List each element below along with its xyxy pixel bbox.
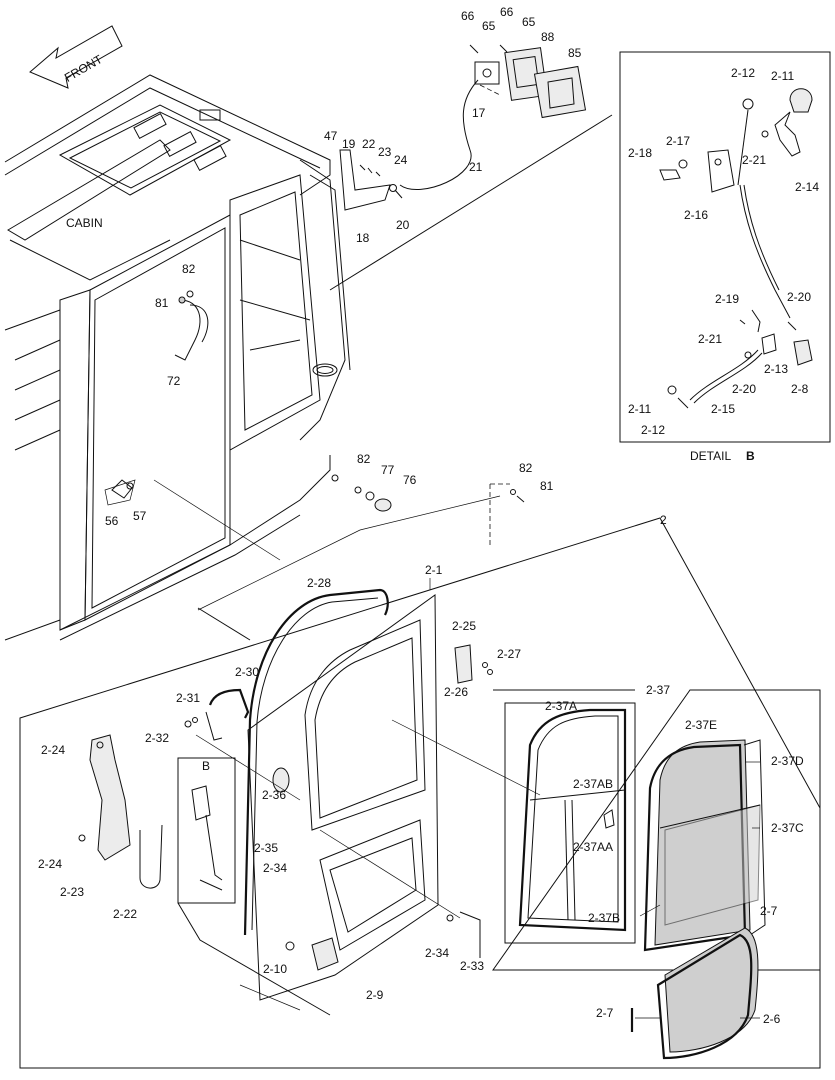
callout-2-7b: 2-7 bbox=[596, 1006, 614, 1020]
callout-66a: 66 bbox=[461, 9, 475, 23]
detail-callout-2-11b: 2-11 bbox=[628, 402, 651, 416]
callout-18: 18 bbox=[356, 231, 370, 245]
callout-2-1: 2-1 bbox=[425, 563, 443, 577]
callout-2-37A: 2-37A bbox=[545, 699, 577, 713]
lock-box-b: B bbox=[177, 757, 331, 1016]
cabin-frame bbox=[4, 74, 351, 641]
detail-callout-2-17: 2-17 bbox=[666, 134, 690, 148]
callout-23: 23 bbox=[378, 145, 392, 159]
callout-2-34a: 2-34 bbox=[263, 861, 287, 875]
callout-2-23: 2-23 bbox=[60, 885, 84, 899]
callout-24: 24 bbox=[394, 153, 408, 167]
detail-callout-2-8: 2-8 bbox=[791, 382, 809, 396]
callout-2-32: 2-32 bbox=[145, 731, 169, 745]
handle-parts bbox=[111, 290, 525, 545]
callout-labels: CABIN 66 65 66 65 88 85 17 21 47 19 22 2… bbox=[38, 5, 819, 1026]
callout-2-25: 2-25 bbox=[452, 619, 476, 633]
callout-2-37D: 2-37D bbox=[771, 754, 804, 768]
callout-2-24b: 2-24 bbox=[38, 857, 62, 871]
striker-2-33 bbox=[446, 911, 481, 958]
callout-85: 85 bbox=[568, 46, 582, 60]
detail-letter: B bbox=[746, 449, 755, 463]
callout-2-35: 2-35 bbox=[254, 841, 278, 855]
callout-82c: 82 bbox=[519, 461, 533, 475]
callout-2-10: 2-10 bbox=[263, 962, 287, 976]
callout-65b: 65 bbox=[522, 15, 536, 29]
callout-2-22: 2-22 bbox=[113, 907, 137, 921]
callout-65a: 65 bbox=[482, 19, 496, 33]
detail-callout-2-11a: 2-11 bbox=[771, 69, 794, 83]
bracket-2-23 bbox=[78, 734, 163, 889]
callout-2-36: 2-36 bbox=[262, 788, 286, 802]
detail-callout-2-18: 2-18 bbox=[628, 146, 652, 160]
detail-callout-2-13: 2-13 bbox=[764, 362, 788, 376]
callout-2-27: 2-27 bbox=[497, 647, 521, 661]
glass-group bbox=[492, 689, 821, 971]
callout-57: 57 bbox=[133, 509, 147, 523]
callout-17: 17 bbox=[472, 106, 486, 120]
callout-82b: 82 bbox=[357, 452, 371, 466]
bracket-parts bbox=[339, 149, 403, 211]
front-arrow: FRONT bbox=[29, 25, 123, 89]
leader-lines bbox=[153, 479, 760, 1019]
callout-19: 19 bbox=[342, 137, 356, 151]
callout-76: 76 bbox=[403, 473, 417, 487]
callout-2-9: 2-9 bbox=[366, 988, 384, 1002]
callout-47: 47 bbox=[324, 129, 338, 143]
detail-title: DETAIL bbox=[690, 449, 731, 463]
door-seal bbox=[243, 588, 389, 936]
lower-glass bbox=[630, 927, 759, 1060]
callout-20: 20 bbox=[396, 218, 410, 232]
callout-2-28: 2-28 bbox=[307, 576, 331, 590]
callout-66b: 66 bbox=[500, 5, 514, 19]
lock-box-letter: B bbox=[202, 759, 210, 773]
callout-2-30: 2-30 bbox=[235, 665, 259, 679]
callout-56: 56 bbox=[105, 514, 119, 528]
detail-callout-2-15: 2-15 bbox=[711, 402, 735, 416]
cabin-label: CABIN bbox=[66, 216, 103, 230]
latch-2-25 bbox=[454, 644, 493, 684]
detail-callout-2-20a: 2-20 bbox=[787, 290, 811, 304]
callout-81b: 81 bbox=[540, 479, 554, 493]
callout-72: 72 bbox=[167, 374, 181, 388]
callout-2-34b: 2-34 bbox=[425, 946, 449, 960]
callout-82a: 82 bbox=[182, 262, 196, 276]
callout-2-37C: 2-37C bbox=[771, 821, 804, 835]
callout-2-37AB: 2-37AB bbox=[573, 777, 613, 791]
callout-77: 77 bbox=[381, 463, 395, 477]
detail-callout-2-14: 2-14 bbox=[795, 180, 819, 194]
detail-b: DETAIL B bbox=[619, 51, 831, 463]
detail-callout-2-20b: 2-20 bbox=[732, 382, 756, 396]
callout-2-37E: 2-37E bbox=[685, 718, 717, 732]
detail-callout-2-21b: 2-21 bbox=[698, 332, 722, 346]
callout-21: 21 bbox=[469, 160, 483, 174]
callout-2-31: 2-31 bbox=[176, 691, 200, 705]
detail-callout-2-16: 2-16 bbox=[684, 208, 708, 222]
callout-2: 2 bbox=[660, 513, 667, 527]
detail-callout-2-12a: 2-12 bbox=[731, 66, 755, 80]
callout-2-26: 2-26 bbox=[444, 685, 468, 699]
callout-2-37AA: 2-37AA bbox=[573, 840, 613, 854]
callout-81a: 81 bbox=[155, 296, 169, 310]
callout-2-24a: 2-24 bbox=[41, 743, 65, 757]
callout-2-33: 2-33 bbox=[460, 959, 484, 973]
callout-2-37B: 2-37B bbox=[588, 911, 620, 925]
callout-88: 88 bbox=[541, 30, 555, 44]
callout-2-37: 2-37 bbox=[646, 683, 670, 697]
detail-callout-2-12b: 2-12 bbox=[641, 423, 665, 437]
detail-callout-2-19: 2-19 bbox=[715, 292, 739, 306]
handle-2-30 bbox=[184, 688, 250, 741]
detail-callout-2-21a: 2-21 bbox=[742, 153, 766, 167]
latch-parts-top bbox=[329, 44, 613, 291]
callout-22: 22 bbox=[362, 137, 376, 151]
callout-2-6: 2-6 bbox=[763, 1012, 781, 1026]
callout-2-7a: 2-7 bbox=[760, 904, 778, 918]
